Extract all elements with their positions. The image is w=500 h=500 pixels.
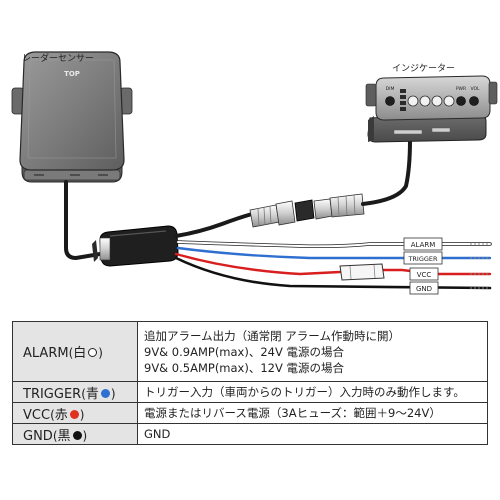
desc-line: 9V& 0.5AMP(max)、12V 電源の場合 [144,360,345,375]
alarm-wire [177,241,491,248]
sensor-cable [64,180,114,261]
wire-label-trigger: TRIGGER [403,251,443,265]
wire-label-vcc: VCC [409,267,439,281]
fuse-holder [339,263,385,281]
row-name-cell: GND(黒) [12,423,138,445]
radar-sensor: TOP [11,51,133,183]
pwr-button [456,96,466,106]
desc-line: 追加アラーム出力（通常閉 アラーム作動時に開） [144,328,400,343]
color-word: 黒 [57,428,71,444]
sensor-face [19,51,125,171]
wire-name: VCC [23,407,51,423]
cable-splitter [92,225,179,267]
red-dot-icon [69,409,79,419]
blue-dot-icon [100,388,110,398]
indicator-dim-text: DIM [386,86,395,92]
trigger-wire [176,246,492,260]
wiring-diagram-svg: TOP [11,51,498,295]
table-row: TRIGGER(青) トリガー入力（車両からのトリガー）入力時のみ動作します。 [12,381,488,403]
desc-line: GND [144,427,171,441]
desc-line: 9V& 0.9AMP(max)、24V 電源の場合 [144,344,345,359]
svg-text:VCC: VCC [417,271,432,279]
wire-name: GND [23,428,53,444]
white-dot-icon [88,348,98,357]
indicator-label: インジケーター [392,64,456,74]
wire-name: TRIGGER [23,386,82,402]
color-word: 青 [85,386,99,402]
sensor-top-text: TOP [64,70,80,78]
row-desc-cell: 追加アラーム出力（通常閉 アラーム作動時に開） 9V& 0.9AMP(max)、… [137,321,488,382]
svg-text:GND: GND [416,285,432,293]
inline-connector [249,193,365,228]
wire-label-alarm: ALARM [403,237,443,251]
indicator-extension-cable [174,212,254,238]
row-name-cell: ALARM(白) [12,321,138,382]
dim-button [385,96,395,106]
indicator-vol-text: VOL [470,86,480,92]
svg-text:TRIGGER: TRIGGER [407,255,438,263]
gnd-wire [174,256,492,290]
table-row: VCC(赤) 電源またはリバース電源（3Aヒューズ：範囲＋9～24V） [12,402,488,424]
wire-label-gnd: GND [409,281,439,295]
sensor-label: レーダーセンサー [22,54,95,64]
desc-line: トリガー入力（車両からのトリガー）入力時のみ動作します。 [144,385,465,399]
row-desc-cell: トリガー入力（車両からのトリガー）入力時のみ動作します。 [137,381,488,403]
row-desc-cell: 電源またはリバース電源（3Aヒューズ：範囲＋9～24V） [137,402,488,424]
wire-name: ALARM [23,346,69,361]
desc-line: 電源またはリバース電源（3Aヒューズ：範囲＋9～24V） [144,406,441,420]
color-word: 赤 [54,407,68,423]
row-desc-cell: GND [137,423,488,445]
color-word: 白 [73,346,87,361]
vol-button [469,96,479,106]
row-name-cell: VCC(赤) [12,402,138,424]
indicator-cable [361,138,412,206]
wire-spec-table: ALARM(白) 追加アラーム出力（通常閉 アラーム作動時に開） 9V& 0.9… [12,321,488,445]
table-row: ALARM(白) 追加アラーム出力（通常閉 アラーム作動時に開） 9V& 0.9… [12,321,488,382]
svg-text:ALARM: ALARM [411,241,436,249]
black-dot-icon [72,430,82,440]
table-row: GND(黒) GND [12,423,488,445]
row-name-cell: TRIGGER(青) [12,381,138,403]
indicator-pwr-text: PWR [456,86,466,92]
wiring-diagram: TOP [11,51,498,295]
indicator-unit: DIM PWR VOL [365,75,498,143]
